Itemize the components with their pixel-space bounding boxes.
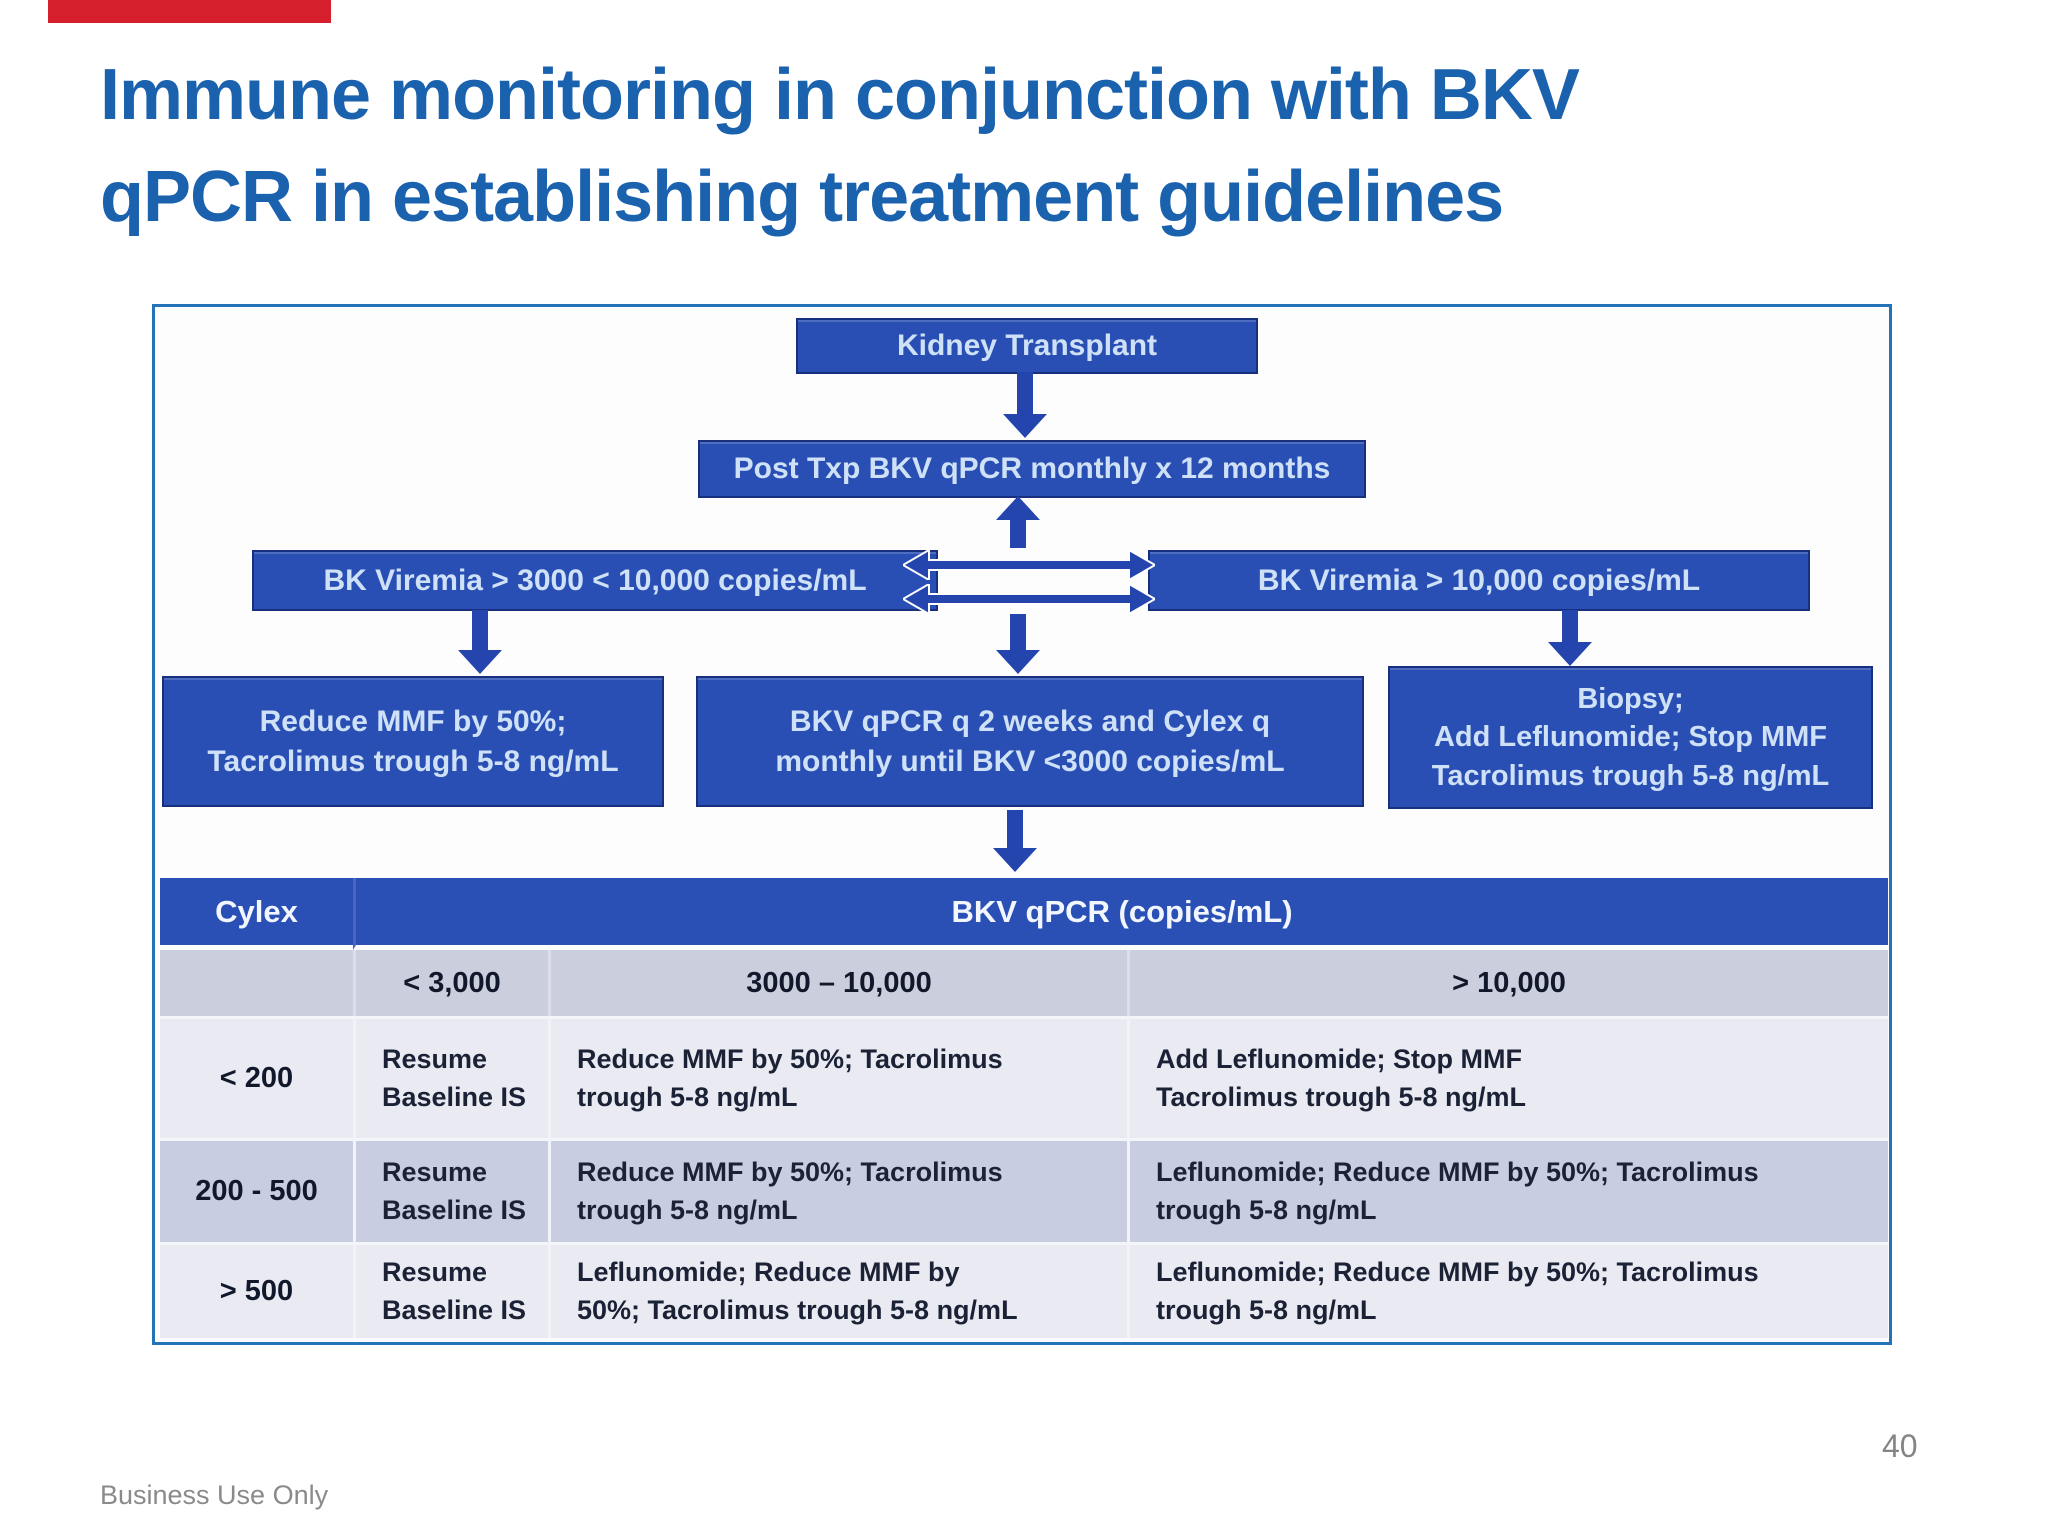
table-subheader-lt3000: < 3,000 <box>353 950 548 1016</box>
table-cell: Leflunomide; Reduce MMF by 50%; Tacrolim… <box>548 1242 1127 1338</box>
page-title: Immune monitoring in conjunction with BK… <box>100 55 1580 237</box>
flow-box-reduce-mmf: Reduce MMF by 50%; Tacrolimus trough 5-8… <box>162 676 664 807</box>
table-cell: Reduce MMF by 50%; Tacrolimus trough 5-8… <box>548 1016 1127 1138</box>
table-cell: Leflunomide; Reduce MMF by 50%; Tacrolim… <box>1127 1242 1888 1338</box>
table-header-cylex: Cylex <box>160 878 353 950</box>
table-subheader-gt10000: > 10,000 <box>1127 950 1888 1016</box>
left-right-arrow-icon <box>903 550 1155 580</box>
table-row-label: < 200 <box>160 1016 353 1138</box>
left-right-arrow-icon <box>903 584 1155 614</box>
flow-box-post-txp-monitoring: Post Txp BKV qPCR monthly x 12 months <box>698 440 1366 498</box>
flow-box-qpcr-cylex-monitoring: BKV qPCR q 2 weeks and Cylex q monthly u… <box>696 676 1364 807</box>
flow-box-kidney-transplant: Kidney Transplant <box>796 318 1258 374</box>
down-arrow-icon <box>458 610 502 674</box>
down-arrow-icon <box>996 614 1040 674</box>
flow-box-bk-viremia-mid: BK Viremia > 3000 < 10,000 copies/mL <box>252 550 938 611</box>
table-cell: Resume Baseline IS <box>353 1016 548 1138</box>
table-cell: Resume Baseline IS <box>353 1242 548 1338</box>
accent-bar <box>48 0 331 23</box>
table-row-label: > 500 <box>160 1242 353 1338</box>
table-cell: Add Leflunomide; Stop MMF Tacrolimus tro… <box>1127 1016 1888 1138</box>
table-cell: Reduce MMF by 50%; Tacrolimus trough 5-8… <box>548 1138 1127 1242</box>
down-arrow-icon <box>1003 372 1047 438</box>
down-arrow-icon <box>993 810 1037 872</box>
footer-classification: Business Use Only <box>100 1480 329 1510</box>
up-arrow-icon <box>996 496 1040 548</box>
table-header-bkv-qpcr: BKV qPCR (copies/mL) <box>353 878 1888 950</box>
table-subheader-blank <box>160 950 353 1016</box>
table-row-label: 200 - 500 <box>160 1138 353 1242</box>
page-number: 40 <box>1882 1428 1918 1464</box>
table-cell: Resume Baseline IS <box>353 1138 548 1242</box>
flow-box-biopsy-leflunomide: Biopsy; Add Leflunomide; Stop MMF Tacrol… <box>1388 666 1873 809</box>
table-subheader-3000-10000: 3000 – 10,000 <box>548 950 1127 1016</box>
down-arrow-icon <box>1548 610 1592 666</box>
flow-box-bk-viremia-high: BK Viremia > 10,000 copies/mL <box>1148 550 1810 611</box>
treatment-table: Cylex BKV qPCR (copies/mL) < 3,000 3000 … <box>160 878 1888 1338</box>
table-cell: Leflunomide; Reduce MMF by 50%; Tacrolim… <box>1127 1138 1888 1242</box>
